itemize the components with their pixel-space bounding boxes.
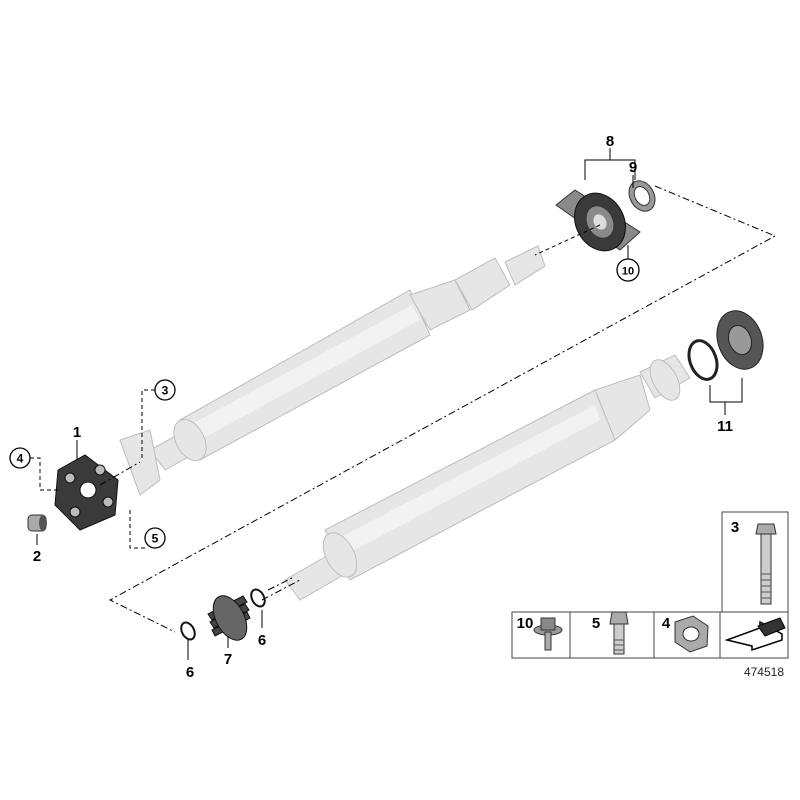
callout-11: 11: [717, 418, 733, 435]
flexible-disc: [54, 454, 119, 531]
callout-5-circle: [144, 527, 166, 549]
center-bearing: [555, 189, 641, 252]
callout-4-circle: [9, 447, 31, 469]
bolt-short-icon: [609, 611, 629, 655]
hex-nut-icon: [674, 615, 709, 653]
legend-label-5: 5: [592, 615, 600, 632]
legend-label-10: 10: [517, 615, 534, 632]
bolt-long-icon: [755, 523, 777, 605]
direction-arrow-icon: [724, 617, 786, 652]
output-flange: [687, 310, 764, 381]
rear-drive-shaft: [284, 354, 691, 601]
seal-ring: [628, 180, 656, 212]
callout-5: 5: [152, 532, 159, 546]
reference-number: 474518: [744, 665, 784, 679]
flange-screw-icon: [533, 617, 563, 651]
fastener-legend: [511, 511, 789, 659]
callout-2: 2: [33, 548, 41, 565]
bushing: [27, 514, 47, 532]
rubber-boot: [207, 595, 251, 641]
callout-7: 7: [224, 651, 232, 668]
callout-10: 10: [622, 266, 634, 278]
callout-1: 1: [73, 424, 81, 441]
callout-3: 3: [162, 384, 169, 398]
callout-8: 8: [606, 133, 614, 150]
ring-right: [250, 588, 266, 608]
callout-3-circle: [154, 379, 176, 401]
callout-4: 4: [17, 452, 24, 466]
callout-9: 9: [629, 159, 637, 176]
legend-label-4: 4: [662, 615, 671, 632]
legend-label-3: 3: [731, 519, 739, 536]
front-drive-shaft: [119, 245, 546, 496]
callout-6-left: 6: [186, 664, 194, 681]
callout-6-right: 6: [258, 632, 266, 649]
callout-10-circle: [616, 258, 640, 282]
ring-left: [180, 621, 196, 641]
